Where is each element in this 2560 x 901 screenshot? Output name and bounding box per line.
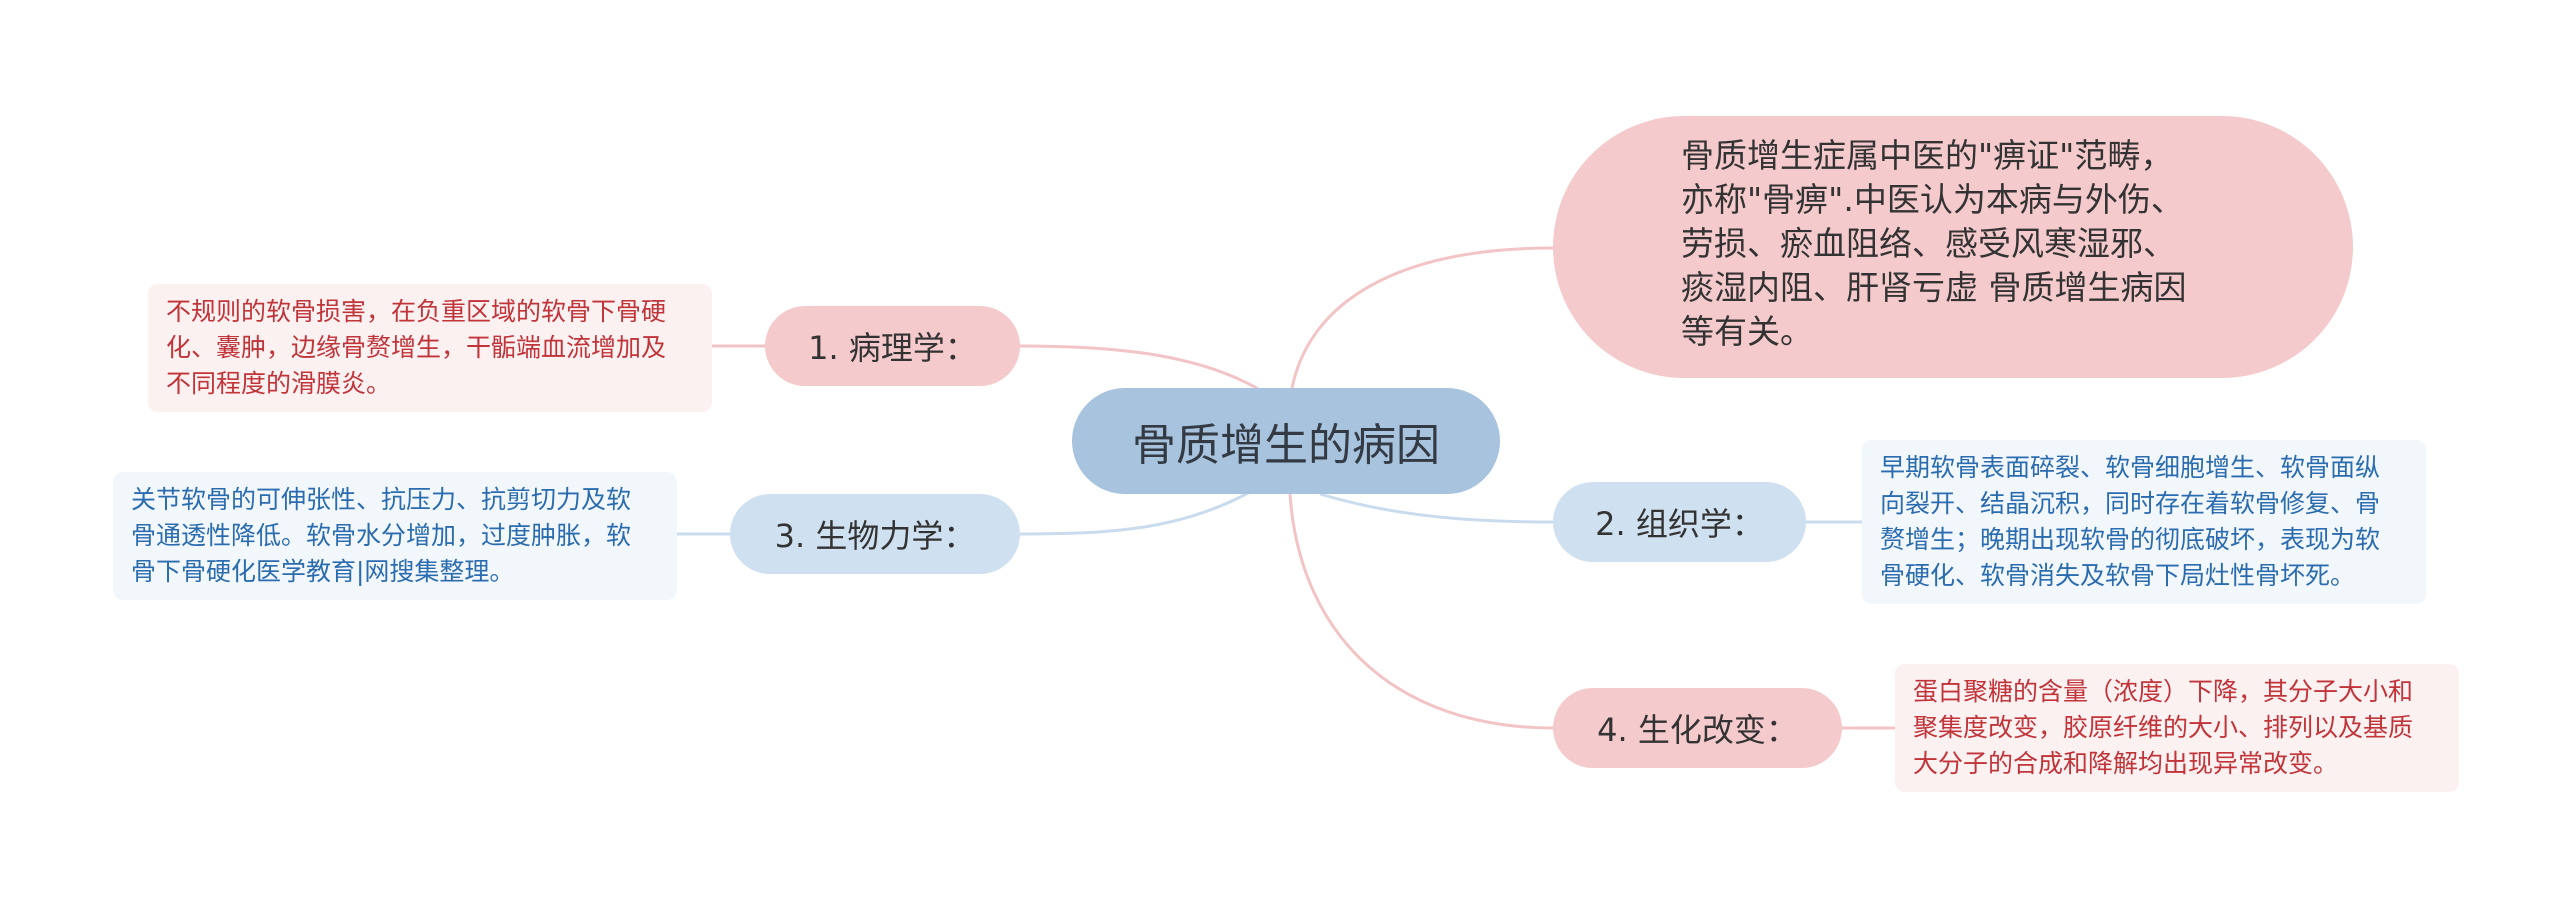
central-topic-label: 骨质增生的病因 [1132, 420, 1440, 471]
detail-line: 关节软骨的可伸张性、抗压力、抗剪切力及软 [131, 485, 632, 514]
branch-biochemistry[interactable]: 4. 生化改变： [1553, 688, 1842, 768]
top-note-line: 痰湿内阻、肝肾亏虚 骨质增生病因 [1681, 268, 2187, 307]
detail-line: 骨通透性降低。软骨水分增加，过度肿胀，软 [131, 521, 632, 550]
detail-line: 聚集度改变，胶原纤维的大小、排列以及基质 [1913, 713, 2414, 742]
link-center-biochem [1288, 493, 1554, 730]
detail-line: 不规则的软骨损害，在负重区域的软骨下骨硬 [166, 297, 667, 326]
detail-line: 大分子的合成和降解均出现异常改变。 [1913, 749, 2339, 778]
central-topic[interactable]: 骨质增生的病因 [1072, 388, 1500, 494]
top-note-line: 劳损、瘀血阻络、感受风寒湿邪、 [1681, 224, 2176, 263]
pathology-detail[interactable]: 不规则的软骨损害，在负重区域的软骨下骨硬 化、囊肿，边缘骨赘增生，干骺端血流增加… [148, 284, 712, 412]
histology-detail[interactable]: 早期软骨表面碎裂、软骨细胞增生、软骨面纵 向裂开、结晶沉积，同时存在着软骨修复、… [1862, 440, 2426, 604]
branch-biomechanics[interactable]: 3. 生物力学： [730, 494, 1020, 574]
biomechanics-detail[interactable]: 关节软骨的可伸张性、抗压力、抗剪切力及软 骨通透性降低。软骨水分增加，过度肿胀，… [113, 472, 677, 600]
top-note-line: 等有关。 [1681, 312, 1813, 351]
branch-histology[interactable]: 2. 组织学： [1553, 482, 1806, 562]
detail-line: 早期软骨表面碎裂、软骨细胞增生、软骨面纵 [1880, 453, 2381, 482]
link-center-pathology [1019, 344, 1261, 392]
branch-pathology[interactable]: 1. 病理学： [765, 306, 1020, 386]
link-center-top [1290, 246, 1554, 389]
detail-line: 蛋白聚糖的含量（浓度）下降，其分子大小和 [1913, 677, 2414, 706]
branch-pathology-label: 1. 病理学： [808, 329, 977, 367]
top-note-node[interactable]: 骨质增生症属中医的"痹证"范畴， 亦称"骨痹".中医认为本病与外伤、 劳损、瘀血… [1553, 116, 2353, 378]
detail-line: 不同程度的滑膜炎。 [166, 369, 392, 398]
detail-line: 向裂开、结晶沉积，同时存在着软骨修复、骨 [1880, 489, 2381, 518]
branch-biochemistry-label: 4. 生化改变： [1597, 711, 1798, 749]
detail-line: 赘增生；晚期出现软骨的彻底破坏，表现为软 [1880, 525, 2381, 554]
link-center-histology [1319, 492, 1554, 524]
detail-line: 化、囊肿，边缘骨赘增生，干骺端血流增加及 [166, 333, 667, 362]
top-note-line: 亦称"骨痹".中医认为本病与外伤、 [1681, 180, 2184, 219]
top-note-line: 骨质增生症属中医的"痹证"范畴， [1681, 136, 2174, 175]
detail-line: 骨硬化、软骨消失及软骨下局灶性骨坏死。 [1880, 561, 2356, 590]
biochemistry-detail[interactable]: 蛋白聚糖的含量（浓度）下降，其分子大小和 聚集度改变，胶原纤维的大小、排列以及基… [1895, 664, 2459, 792]
detail-line: 骨下骨硬化医学教育|网搜集整理。 [131, 557, 515, 586]
branch-biomechanics-label: 3. 生物力学： [774, 517, 976, 555]
branch-histology-label: 2. 组织学： [1595, 505, 1764, 543]
link-center-biomech [1019, 490, 1251, 536]
